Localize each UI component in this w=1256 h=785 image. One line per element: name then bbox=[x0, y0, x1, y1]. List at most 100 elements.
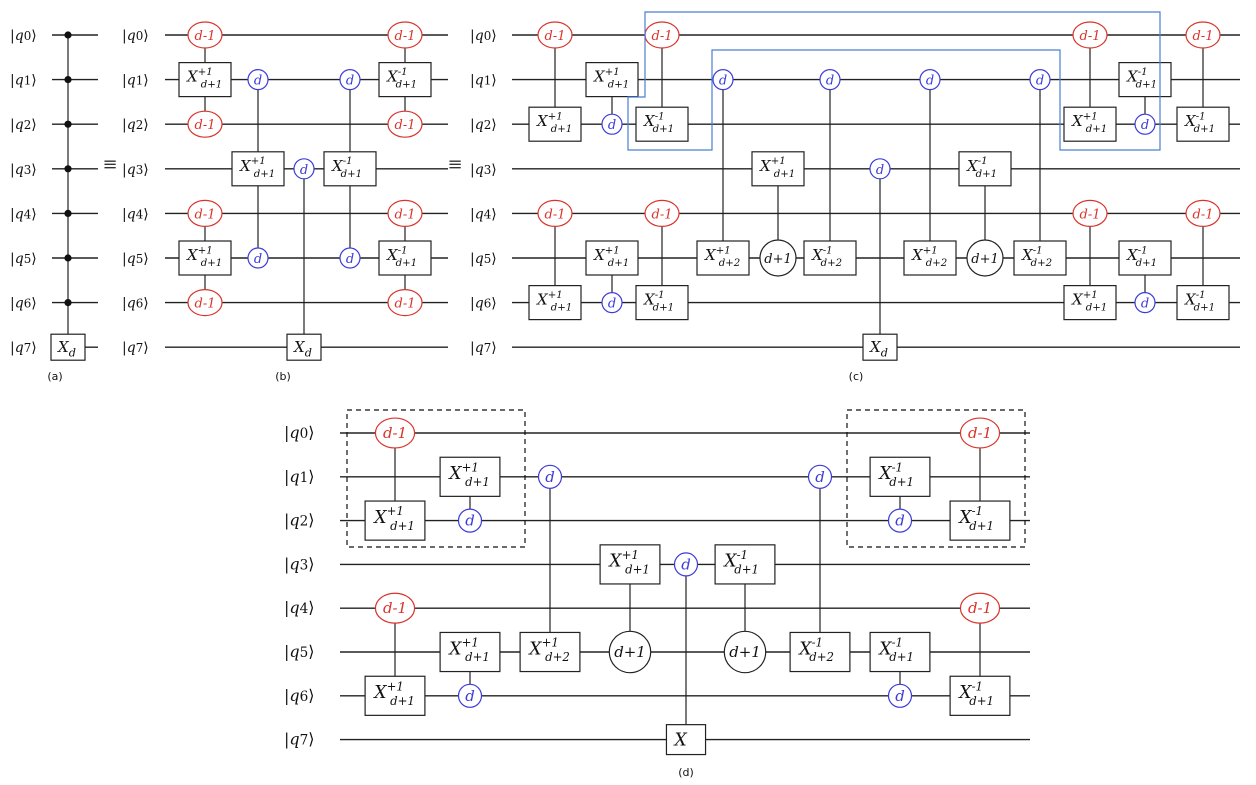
control-d+1 bbox=[966, 239, 1004, 277]
control-d bbox=[887, 508, 913, 533]
control-d bbox=[601, 292, 623, 314]
control-label: d-1 bbox=[195, 207, 216, 222]
control-label: d+1 bbox=[971, 252, 999, 267]
control-d-1 bbox=[387, 21, 423, 49]
gate-box bbox=[665, 724, 707, 756]
control-label: d bbox=[346, 74, 354, 89]
qubit-label-q4: |q4⟩ bbox=[470, 206, 497, 222]
control-label: d bbox=[545, 468, 555, 486]
gate-box bbox=[1118, 61, 1172, 98]
dashed-group-left bbox=[346, 409, 526, 548]
gate-box bbox=[528, 106, 582, 142]
control-d-1 bbox=[387, 110, 423, 138]
control-label: d bbox=[465, 512, 475, 530]
gate-box bbox=[364, 500, 426, 541]
control-label: d bbox=[926, 74, 934, 89]
control-d-1 bbox=[1185, 199, 1221, 227]
gate-box bbox=[378, 61, 432, 98]
control-d bbox=[293, 158, 315, 180]
gate-box bbox=[364, 675, 426, 716]
gate-box bbox=[439, 631, 501, 673]
control-label: d-1 bbox=[968, 424, 992, 442]
gate-box bbox=[789, 631, 851, 673]
highlight-region bbox=[627, 11, 1161, 151]
qubit-label-q5: |q5⟩ bbox=[122, 251, 149, 267]
gate-box bbox=[751, 151, 805, 187]
control-d-1 bbox=[959, 417, 1001, 449]
panel-a: |q0⟩|q1⟩|q2⟩|q3⟩|q4⟩|q5⟩|q6⟩|q7⟩Xd(a) bbox=[10, 28, 98, 383]
gate-box bbox=[635, 285, 689, 321]
gate-box bbox=[1176, 106, 1230, 142]
gate-box bbox=[231, 151, 285, 187]
equivalence-symbol: ≡ bbox=[102, 154, 117, 175]
gate-label: X bbox=[673, 730, 688, 750]
qubit-label-q6: |q6⟩ bbox=[470, 296, 497, 312]
gate-box bbox=[439, 456, 501, 497]
control-d bbox=[712, 68, 734, 91]
gate-box bbox=[178, 240, 232, 276]
qubit-label-q0: |q0⟩ bbox=[122, 28, 149, 44]
control-label: d-1 bbox=[1080, 207, 1101, 222]
control-d-1 bbox=[644, 199, 680, 227]
gate-box bbox=[585, 61, 639, 98]
control-d bbox=[1029, 68, 1051, 91]
panel-caption: (c) bbox=[849, 370, 864, 383]
dashed-group-right bbox=[846, 409, 1026, 548]
qubit-label-q6: |q6⟩ bbox=[122, 296, 149, 312]
annotations: ≡≡ bbox=[102, 11, 1161, 548]
gate-box bbox=[869, 631, 931, 673]
qubit-label-q6: |q6⟩ bbox=[284, 686, 315, 705]
control-dot bbox=[64, 31, 72, 39]
qubit-label-q2: |q2⟩ bbox=[284, 511, 315, 530]
control-d-1 bbox=[1185, 21, 1221, 49]
control-d bbox=[601, 113, 623, 135]
control-label: d bbox=[681, 555, 691, 573]
gate-box bbox=[286, 333, 322, 361]
control-d-1 bbox=[187, 199, 223, 227]
qubit-label-q1: |q1⟩ bbox=[10, 73, 37, 89]
control-d-1 bbox=[387, 289, 423, 317]
control-label: d bbox=[815, 468, 825, 486]
qubit-label-q3: |q3⟩ bbox=[10, 162, 37, 178]
gate-box bbox=[323, 151, 377, 187]
gate-box bbox=[585, 240, 639, 276]
control-label: d bbox=[608, 118, 616, 133]
control-d-1 bbox=[1072, 199, 1108, 227]
gate-box bbox=[50, 333, 86, 361]
panel-caption: (b) bbox=[275, 370, 291, 383]
control-d-1 bbox=[374, 417, 416, 449]
control-d bbox=[673, 552, 699, 577]
control-label: d-1 bbox=[395, 118, 416, 133]
qubit-label-q2: |q2⟩ bbox=[10, 117, 37, 133]
control-label: d-1 bbox=[652, 207, 673, 222]
gate-box bbox=[903, 240, 957, 276]
control-label: d bbox=[254, 252, 262, 267]
control-label: d-1 bbox=[195, 118, 216, 133]
equivalence-symbol: ≡ bbox=[447, 154, 462, 175]
qubit-label-q0: |q0⟩ bbox=[470, 28, 497, 44]
gate-box bbox=[1013, 240, 1067, 276]
control-label: d-1 bbox=[545, 207, 566, 222]
qubit-label-q1: |q1⟩ bbox=[470, 73, 497, 89]
control-d-1 bbox=[537, 21, 573, 49]
control-d-1 bbox=[187, 110, 223, 138]
control-d-1 bbox=[187, 289, 223, 317]
control-d bbox=[247, 247, 269, 269]
